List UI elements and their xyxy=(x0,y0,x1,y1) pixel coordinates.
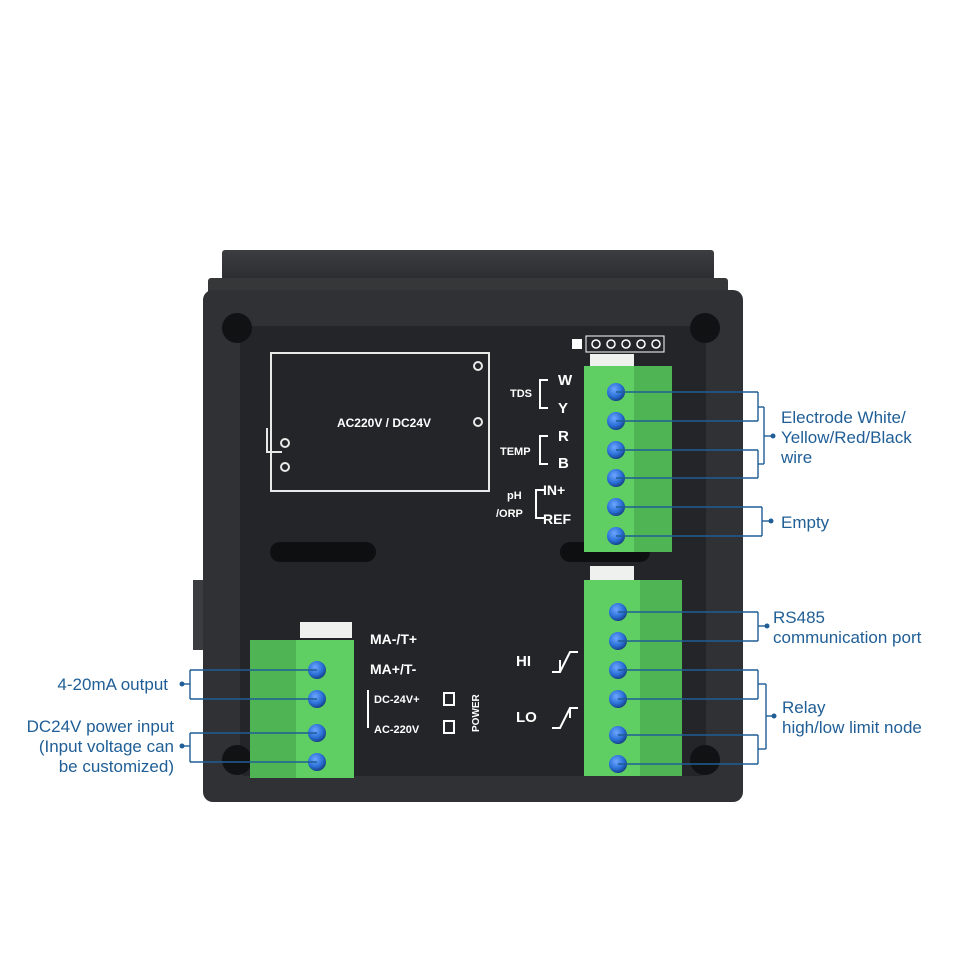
callout-electrode-line-2: Yellow/Red/Black xyxy=(781,428,912,447)
label-ma-plus: MA+/T- xyxy=(370,661,417,677)
callout-dot xyxy=(179,681,185,687)
callout-dot xyxy=(768,518,774,524)
solder-pad xyxy=(473,417,483,427)
label-ac-220v: AC-220V xyxy=(374,724,420,736)
label-w: W xyxy=(558,372,573,389)
callout-empty: Empty xyxy=(781,513,830,532)
bracket-tds xyxy=(539,379,548,409)
callout-output: 4-20mA output xyxy=(57,675,168,694)
header-pin xyxy=(621,339,631,349)
callout-rs485-line-2: communication port xyxy=(773,628,922,647)
label-y: Y xyxy=(558,400,568,417)
label-power: POWER xyxy=(471,693,482,732)
label-ph: pH xyxy=(507,490,522,502)
callout-relay-line-1: Relay xyxy=(782,698,826,717)
callout-dot xyxy=(771,713,777,719)
power-mark-box xyxy=(443,692,455,706)
terminal-latch xyxy=(590,566,634,580)
supply-label-box xyxy=(270,352,490,492)
label-b: B xyxy=(558,455,569,472)
label-orp: /ORP xyxy=(496,508,523,520)
solder-pad xyxy=(473,361,483,371)
callout-relay: Relay high/low limit node xyxy=(782,698,922,738)
header-pin xyxy=(606,339,616,349)
header-pin xyxy=(651,339,661,349)
label-r: R xyxy=(558,428,569,445)
header-pin xyxy=(591,339,601,349)
header-square-pin xyxy=(572,339,582,349)
callout-lines-relay xyxy=(618,669,773,765)
callout-electrode-line-3: wire xyxy=(781,448,813,467)
label-ma-minus: MA-/T+ xyxy=(370,631,417,647)
terminal-latch xyxy=(300,622,352,638)
mount-hole xyxy=(222,745,252,775)
bracket-ph xyxy=(535,489,544,519)
callout-lines-power xyxy=(183,732,317,763)
label-dc-24v: DC-24V+ xyxy=(374,694,420,706)
terminal-ridge xyxy=(250,640,296,778)
terminal-ridge xyxy=(640,580,682,776)
terminal-latch xyxy=(590,354,634,368)
relay-symbol-lo xyxy=(552,707,578,729)
callout-power-line-2: (Input voltage can xyxy=(38,737,174,756)
callout-power-line-3: be customized) xyxy=(58,757,174,776)
callout-dot xyxy=(764,623,770,629)
label-ref: REF xyxy=(543,511,571,527)
jumper-mark xyxy=(266,428,282,453)
vent-slot xyxy=(270,542,376,562)
callout-electrode-line-1: Electrode White/ xyxy=(781,408,906,427)
callout-rs485: RS485 communication port xyxy=(773,608,921,648)
label-in-plus: IN+ xyxy=(543,482,565,498)
housing-rail-back xyxy=(222,250,714,282)
label-hi: HI xyxy=(516,653,531,670)
header-outline xyxy=(585,335,665,353)
callout-lines-output xyxy=(183,669,317,700)
label-lo: LO xyxy=(516,709,537,726)
solder-pad xyxy=(280,438,290,448)
supply-rating: AC220V / DC24V xyxy=(337,416,431,430)
callout-dot xyxy=(179,743,185,749)
callout-power-line-1: DC24V power input xyxy=(26,717,174,736)
header-pin xyxy=(636,339,646,349)
callout-electrode: Electrode White/ Yellow/Red/Black wire xyxy=(781,408,912,468)
mount-hole xyxy=(690,313,720,343)
terminal-ridge xyxy=(634,366,672,552)
callout-lines-rs485 xyxy=(618,611,766,642)
label-tds: TDS xyxy=(510,388,532,400)
callout-lines-electrode xyxy=(616,391,772,479)
mount-hole xyxy=(690,745,720,775)
callout-rs485-line-1: RS485 xyxy=(773,608,825,627)
relay-symbol-hi xyxy=(552,651,578,673)
power-mark-box xyxy=(443,720,455,734)
solder-pad xyxy=(280,462,290,472)
callout-relay-line-2: high/low limit node xyxy=(782,718,922,737)
mount-hole xyxy=(222,313,252,343)
label-temp: TEMP xyxy=(500,446,531,458)
bracket-temp xyxy=(539,435,548,465)
callout-dot xyxy=(770,433,776,439)
callout-power-input: DC24V power input (Input voltage can be … xyxy=(27,717,174,777)
